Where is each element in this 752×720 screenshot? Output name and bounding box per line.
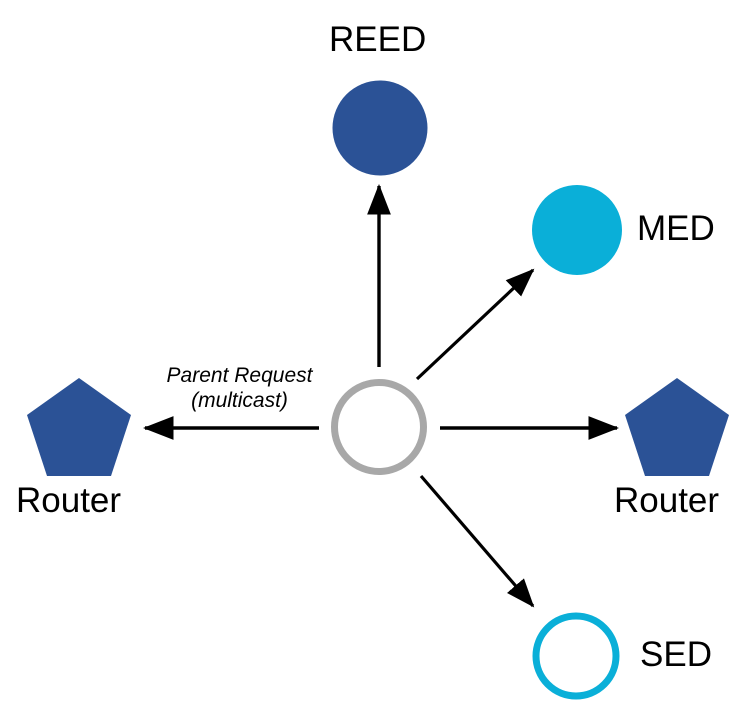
node-sed[interactable] <box>532 612 620 700</box>
center-node[interactable] <box>331 379 427 475</box>
node-med[interactable] <box>532 185 622 275</box>
arrow-to-sed <box>419 474 535 608</box>
edge-label-line1: Parent Request <box>166 364 313 387</box>
node-reed[interactable] <box>332 80 428 176</box>
node-label-sed: SED <box>640 635 712 674</box>
arrow-to-med <box>415 268 535 381</box>
node-label-router-right: Router <box>614 481 720 520</box>
edge-label-line2: (multicast) <box>191 388 288 412</box>
node-router-right[interactable] <box>625 378 729 476</box>
edge-label-parent-request: Parent Request (multicast) <box>152 364 327 414</box>
node-label-router-left: Router <box>16 481 122 520</box>
node-router-left[interactable] <box>27 378 131 476</box>
node-label-med: MED <box>637 209 715 248</box>
node-label-reed: REED <box>329 20 427 59</box>
